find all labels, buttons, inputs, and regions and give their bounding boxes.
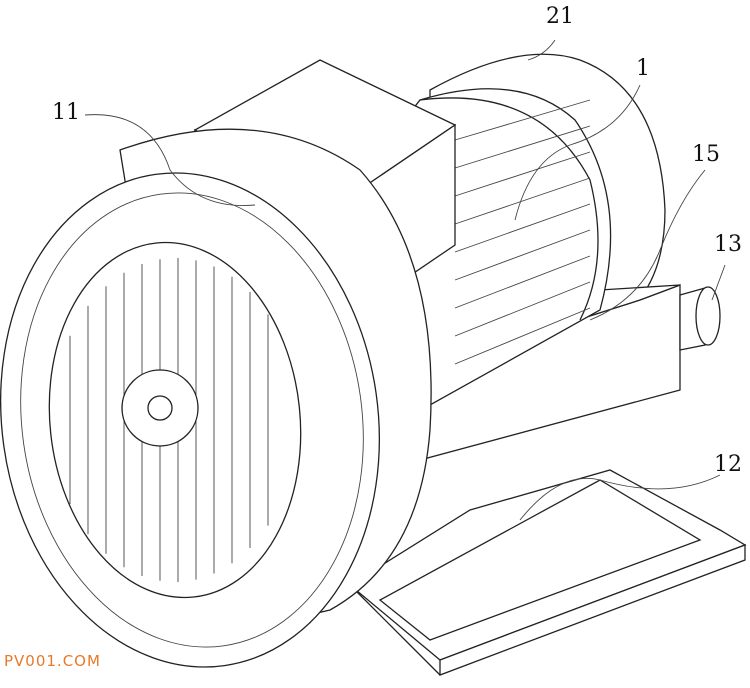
cooling-fin [454,203,591,253]
base-plate [348,469,747,676]
impeller-housing [0,128,432,668]
cooling-fin [454,151,591,197]
watermark: PV001.COM [4,652,101,670]
cooling-fin [454,125,591,169]
label-15: 15 [692,142,720,167]
cooling-fin [454,255,591,309]
cooling-fin [454,99,591,141]
leader-lines [84,39,726,521]
cooling-fin [454,281,591,337]
label-21: 21 [546,4,574,29]
cooling-fin [454,177,591,225]
cooling-fin [454,307,591,365]
cooling-fin [454,229,591,281]
label-11: 11 [52,100,80,125]
label-12: 12 [714,452,742,477]
label-13: 13 [714,232,742,257]
label-1: 1 [636,56,650,81]
